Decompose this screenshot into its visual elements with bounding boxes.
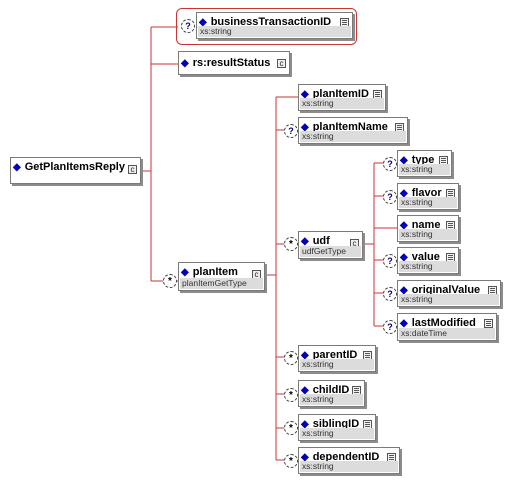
node-name[interactable]: ◆name xs:string [397,215,459,242]
node-udf[interactable]: ◆udf c udfGetType [298,231,363,259]
node-type: xs:string [399,229,457,240]
diamond-icon: ◆ [400,155,408,166]
diamond-icon: ◆ [400,220,408,231]
diamond-icon: ◆ [301,452,309,463]
node-label: lastModified [411,317,476,329]
node-type: xs:string [399,197,457,208]
node-label: originalValue [411,284,481,296]
node-getplanitemsreply[interactable]: ◆GetPlanItemsReply c [10,157,141,184]
asterisk-icon: * [284,454,298,468]
diamond-icon: ◆ [301,89,309,100]
node-type: xs:string [300,461,398,472]
collapse-icon[interactable]: c [128,165,137,174]
diamond-icon: ◆ [181,267,189,278]
node-label: childID [312,384,350,396]
node-value[interactable]: ◆value xs:string [397,247,459,274]
node-type: xs:string [300,428,374,439]
node-type: xs:string [300,98,384,109]
node-type: xs:string [399,294,499,305]
node-type: planItemGetType [180,278,263,289]
node-parent-id[interactable]: ◆parentID xs:string [298,345,376,372]
diamond-icon: ◆ [13,162,21,173]
node-plan-item[interactable]: ◆planItem c planItemGetType [178,262,265,291]
diamond-icon: ◆ [400,285,408,296]
node-label: planItemName [312,121,388,133]
asterisk-icon: * [284,421,298,435]
node-label: planItem [192,266,238,278]
node-sibling-id[interactable]: ◆siblingID xs:string [298,414,376,441]
diamond-icon: ◆ [301,236,309,247]
node-type: xs:string [300,131,406,142]
question-mark-icon: ? [383,190,397,204]
node-label: dependentID [312,451,380,463]
node-type: xs:string [300,394,363,405]
node-last-modified[interactable]: ◆lastModified xs:dateTime [397,313,497,341]
question-mark-icon: ? [383,287,397,301]
node-label: planItemID [312,88,369,100]
node-type: xs:string [399,164,450,175]
node-flavor[interactable]: ◆flavor xs:string [397,183,459,210]
question-mark-icon: ? [383,254,397,268]
node-plan-item-id[interactable]: ◆planItemID xs:string [298,84,386,111]
node-type: xs:dateTime [399,328,495,339]
question-mark-icon: ? [383,157,397,171]
question-mark-icon: ? [181,19,195,33]
asterisk-icon: * [284,388,298,402]
node-type: udfGetType [300,246,361,257]
node-type: xs:string [300,359,374,370]
node-label: value [411,251,440,263]
node-label: name [411,219,441,231]
diamond-icon: ◆ [301,350,309,361]
node-result-status[interactable]: ◆rs:resultStatus c [178,51,290,75]
diamond-icon: ◆ [301,419,309,430]
diamond-icon: ◆ [301,385,309,396]
diamond-icon: ◆ [400,318,408,329]
node-label: GetPlanItemsReply [24,161,125,173]
asterisk-icon: * [163,274,177,288]
node-plan-item-name[interactable]: ◆planItemName xs:string [298,117,408,144]
node-label: rs:resultStatus [192,57,271,69]
diamond-icon: ◆ [400,188,408,199]
question-mark-icon: ? [284,124,298,138]
node-label: flavor [411,187,442,199]
node-original-value[interactable]: ◆originalValue xs:string [397,280,501,307]
node-label: businessTransactionID [210,16,332,28]
doc-icon [484,319,493,328]
question-mark-icon: ? [383,320,397,334]
node-child-id[interactable]: ◆childID xs:string [298,380,365,407]
node-label: parentID [312,349,358,361]
asterisk-icon: * [284,351,298,365]
node-type: xs:string [198,26,351,37]
diamond-icon: ◆ [400,252,408,263]
diamond-icon: ◆ [199,17,207,28]
collapse-icon[interactable]: c [277,59,286,68]
node-label: udf [312,235,330,247]
node-business-transaction-id[interactable]: ◆businessTransactionID xs:string [196,12,353,39]
selection-highlight [176,8,357,45]
diamond-icon: ◆ [181,58,189,69]
node-label: type [411,154,435,166]
node-type[interactable]: ◆type xs:string [397,150,452,177]
node-label: siblingID [312,418,360,430]
diamond-icon: ◆ [301,122,309,133]
asterisk-icon: * [284,237,298,251]
node-type: xs:string [399,261,457,272]
node-dependent-id[interactable]: ◆dependentID xs:string [298,447,400,474]
